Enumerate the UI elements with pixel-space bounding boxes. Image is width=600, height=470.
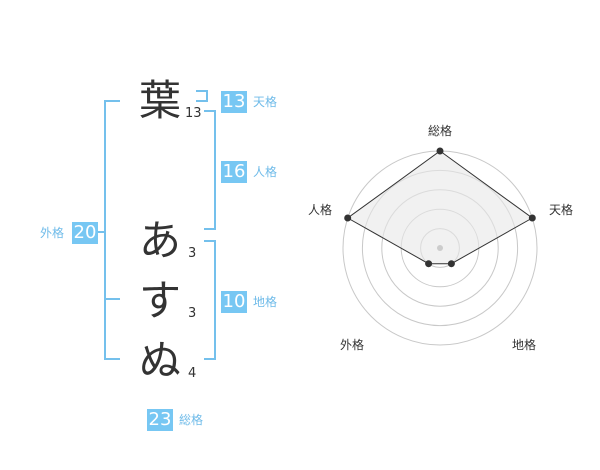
radar-label-tenkaku: 天格 (549, 203, 574, 217)
radar-points (344, 147, 536, 268)
gaikaku-bracket-vertical (104, 100, 106, 360)
tenkaku-bracket-bottom (196, 100, 208, 102)
jinkaku-bracket-bottom (204, 228, 216, 230)
chikaku-bracket-top (204, 240, 216, 242)
gaikaku-bracket-bottom (104, 358, 120, 360)
jinkaku-bracket-top (204, 110, 216, 112)
chikaku-value: 10 (221, 291, 247, 313)
tenkaku-value: 13 (221, 91, 247, 113)
tenkaku-bracket-vertical (206, 90, 208, 102)
name-char-1: 葉 (138, 76, 181, 125)
radar-label-chikaku: 地格 (512, 338, 537, 352)
radar-point-chikaku (447, 260, 455, 268)
name-char-2-strokes: 3 (188, 246, 197, 261)
name-char-2: あ (138, 216, 181, 265)
chikaku-bracket-bottom (204, 358, 216, 360)
radar-label-jinkaku: 人格 (308, 203, 333, 217)
tenkaku-bracket-top (196, 90, 208, 92)
gaikaku-value: 20 (72, 222, 98, 244)
radar-label-soukaku: 総格 (428, 124, 453, 138)
chikaku-bracket-vertical (214, 240, 216, 360)
jinkaku-label: 人格 (253, 165, 278, 179)
gaikaku-bracket-connector (98, 231, 104, 233)
radar-point-gaikaku (425, 260, 433, 268)
gaikaku-bracket-middle (104, 298, 120, 300)
soukaku-value: 23 (147, 409, 173, 431)
name-char-3: す (138, 276, 181, 325)
name-char-1-strokes: 13 (185, 106, 202, 121)
radar-point-tenkaku (528, 214, 536, 222)
gaikaku-bracket-top (104, 100, 120, 102)
name-char-3-strokes: 3 (188, 306, 197, 321)
jinkaku-value: 16 (221, 161, 247, 183)
name-char-4: ぬ (138, 336, 181, 385)
radar-polygon (346, 150, 534, 265)
radar-center-dot (437, 245, 443, 251)
jinkaku-bracket-vertical (214, 110, 216, 230)
tenkaku-label: 天格 (253, 95, 278, 109)
soukaku-label: 総格 (179, 413, 204, 427)
chikaku-label: 地格 (253, 295, 278, 309)
gaikaku-label: 外格 (40, 226, 65, 240)
radar-point-jinkaku (344, 214, 352, 222)
radar-point-soukaku (436, 147, 444, 155)
name-char-4-strokes: 4 (188, 366, 197, 381)
radar-label-gaikaku: 外格 (340, 338, 365, 352)
